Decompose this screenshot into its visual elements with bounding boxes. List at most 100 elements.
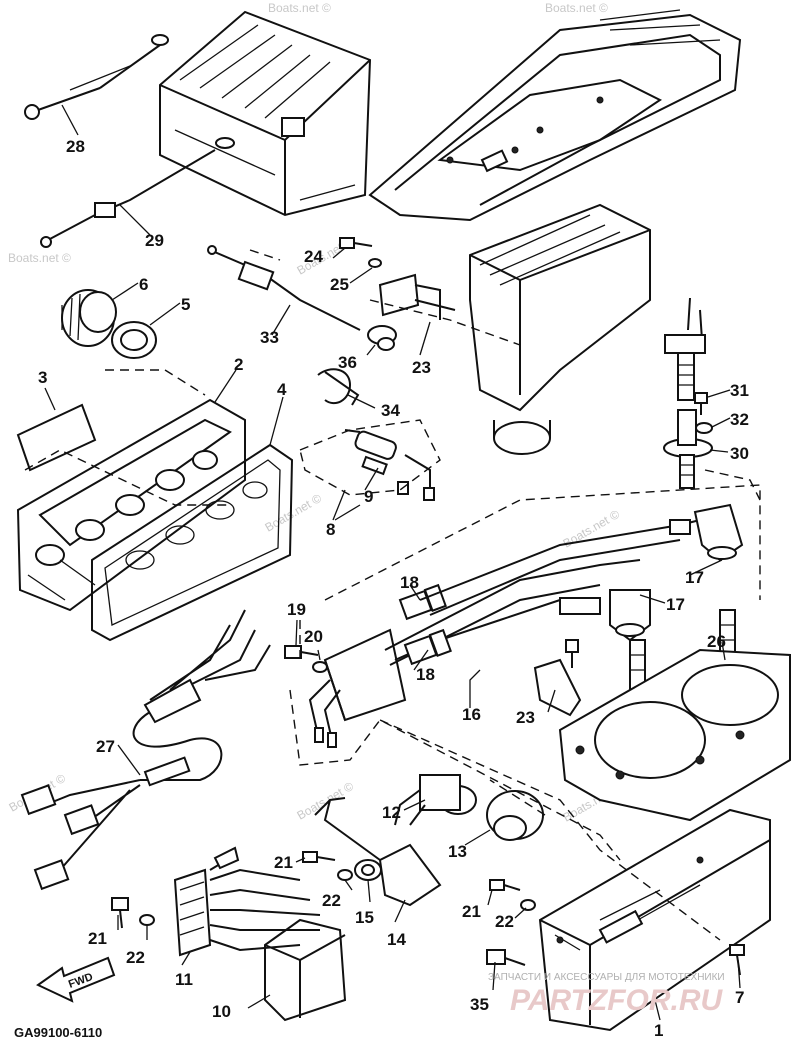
cover-part-2 [16, 398, 246, 612]
watermark: Boats.net © [8, 251, 71, 265]
callout-15: 15 [355, 908, 374, 927]
sensor-part-30 [663, 297, 713, 489]
shop-watermark: ЗАПЧАСТИ И АКСЕССУАРЫ ДЛЯ МОТОТЕХНИКИ PA… [488, 972, 725, 1017]
callout-12: 12 [382, 803, 401, 822]
callout-17b: 17 [666, 595, 685, 614]
electrical-box-part-1 [538, 808, 771, 1032]
callout-29: 29 [145, 231, 164, 250]
callout-4: 4 [277, 380, 287, 399]
callout-24: 24 [304, 247, 323, 266]
callout-21b: 21 [88, 929, 107, 948]
callout-18b: 18 [416, 665, 435, 684]
ignition-coil-part-16 [308, 628, 407, 748]
wire-harness-part-27 [20, 609, 271, 891]
bracket-part-23 [378, 273, 456, 320]
callout-20: 20 [304, 627, 323, 646]
callout-18a: 18 [400, 573, 419, 592]
callout-10: 10 [212, 1002, 231, 1021]
gasket-part-5 [111, 321, 157, 359]
callout-28: 28 [66, 137, 85, 156]
fuse-holder-part-8-9 [344, 429, 435, 501]
callout-26: 26 [707, 632, 726, 651]
bolt-part-31 [694, 392, 708, 415]
callout-14: 14 [387, 930, 406, 949]
bolt-part-21a [302, 851, 336, 863]
rectifier-part-14 [314, 797, 442, 907]
callout-22b: 22 [126, 948, 145, 967]
callout-3: 3 [38, 368, 47, 387]
watermark: Boats.net © [545, 1, 608, 15]
callout-21a: 21 [274, 853, 293, 872]
washer-part-25 [368, 258, 382, 268]
relay-part-12 [394, 774, 477, 826]
clamp-part-34 [317, 368, 360, 406]
bolt-part-21c [489, 879, 521, 891]
plug-lead-18b [394, 599, 561, 666]
callout-34: 34 [381, 401, 400, 420]
callout-9: 9 [364, 487, 373, 506]
holder-part-13 [486, 790, 544, 841]
washer-part-22a [337, 869, 353, 881]
fwd-arrow: FWD [36, 956, 116, 1003]
callout-22a: 22 [322, 891, 341, 910]
callout-17a: 17 [685, 568, 704, 587]
wire-part-33 [207, 245, 361, 331]
hull-illustration [368, 9, 742, 222]
washer-part-22b [139, 914, 155, 926]
bolt-part-35 [486, 949, 526, 966]
callout-21c: 21 [462, 902, 481, 921]
plug-cap-part-17 [419, 503, 744, 642]
callout-numbers: 28 29 6 5 3 2 4 9 8 24 25 33 36 23 34 31… [38, 137, 749, 1040]
clamp-part-15 [354, 859, 382, 881]
group-outlines [24, 249, 761, 941]
callout-23a: 23 [412, 358, 431, 377]
callout-35: 35 [470, 995, 489, 1014]
spark-plug-part-26 [629, 609, 736, 720]
bolt-part-19 [284, 645, 319, 659]
connector-part-11 [173, 846, 321, 957]
figure-code: GA99100-6110 [14, 1025, 102, 1040]
callout-19: 19 [287, 600, 306, 619]
washer-part-32 [695, 422, 713, 434]
callout-31: 31 [730, 381, 749, 400]
callout-1: 1 [654, 1021, 663, 1040]
engine-head-illustration [558, 648, 791, 822]
callout-2: 2 [234, 355, 243, 374]
watermark: Boats.net © [263, 491, 325, 535]
callout-25: 25 [330, 275, 349, 294]
callout-8: 8 [326, 520, 335, 539]
watermark: Boats.net © [268, 1, 331, 15]
callout-32: 32 [730, 410, 749, 429]
callout-5: 5 [181, 295, 190, 314]
bolt-part-21b [111, 897, 129, 929]
callout-23b: 23 [516, 708, 535, 727]
callout-16: 16 [462, 705, 481, 724]
shop-logo: PARTZFOR.RU [510, 984, 724, 1017]
callout-27: 27 [96, 737, 115, 756]
engine-block-illustration [469, 203, 651, 455]
bracket-part-23b [533, 639, 582, 717]
plate-part-3 [16, 403, 97, 472]
gasket-part-4 [91, 443, 294, 642]
washer-part-22c [520, 899, 536, 911]
callout-11: 11 [175, 970, 193, 989]
callout-7: 7 [735, 988, 744, 1007]
screw-part-7 [729, 944, 745, 976]
washer-part-20 [312, 661, 328, 673]
leader-lines [44, 104, 741, 1021]
battery-cable-28 [24, 34, 169, 120]
battery-cable-29 [40, 137, 235, 248]
callout-13: 13 [448, 842, 467, 861]
callout-36: 36 [338, 353, 357, 372]
callout-33: 33 [260, 328, 279, 347]
shop-caption: ЗАПЧАСТИ И АКСЕССУАРЫ ДЛЯ МОТОТЕХНИКИ [488, 972, 725, 983]
callout-22c: 22 [495, 912, 514, 931]
clip-part-36 [367, 325, 397, 351]
callout-6: 6 [139, 275, 148, 294]
cap-part-6 [61, 289, 117, 347]
cdi-unit-part-10 [264, 918, 347, 1022]
battery-illustration [159, 10, 372, 217]
callout-30: 30 [730, 444, 749, 463]
bolt-part-24 [339, 237, 373, 249]
